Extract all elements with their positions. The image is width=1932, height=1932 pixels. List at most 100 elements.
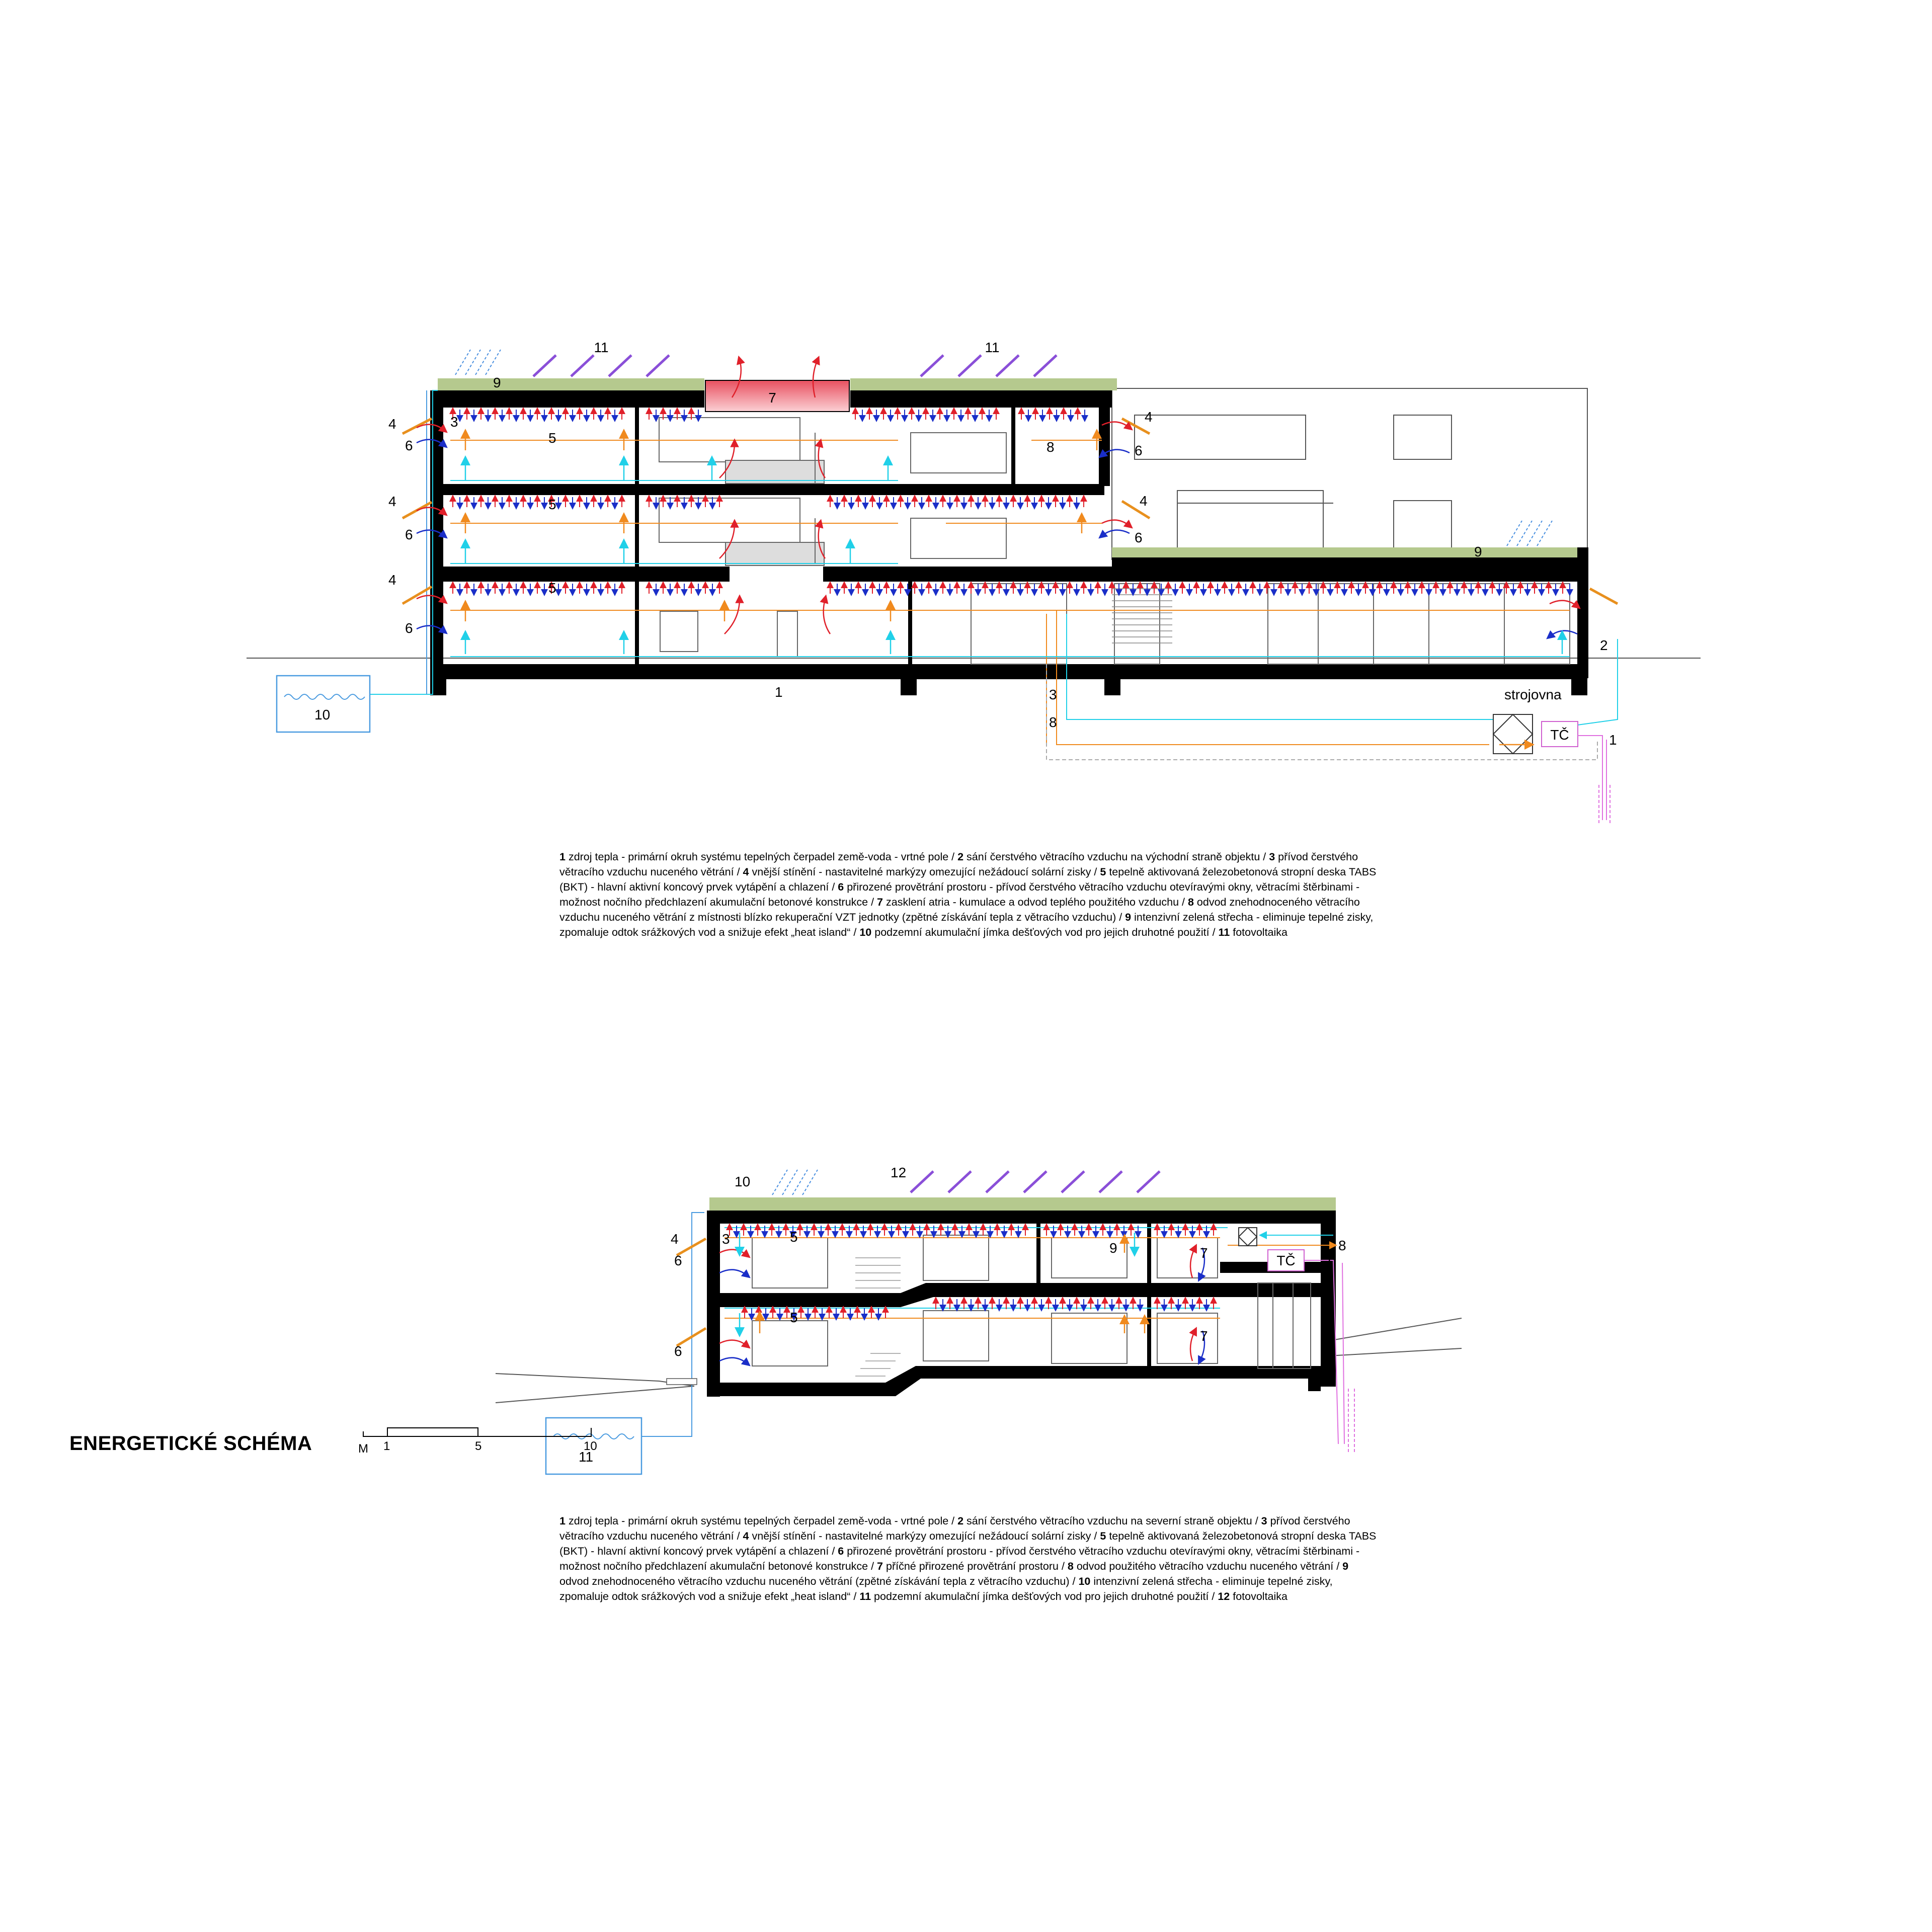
label-10: 10 — [735, 1174, 750, 1189]
legend-text: intenzivní zelená střecha - eliminuje te… — [559, 911, 1374, 938]
legend-text: přirozené provětrání prostoru - přívod č… — [559, 1545, 1360, 1572]
natural-ventilation-arrows — [416, 421, 1581, 639]
label-3-duct: 3 — [1049, 687, 1057, 702]
legend-number: 12 — [1218, 1590, 1230, 1602]
recuperator-icon — [1492, 713, 1534, 755]
legend-text: podzemní akumulační jímka dešťových vod … — [871, 926, 1219, 938]
legend-number: 10 — [859, 926, 872, 938]
label-9-left: 9 — [493, 375, 501, 390]
scale-bar-labels: M 1 5 10 — [358, 1439, 597, 1456]
label-4-annex-mid: 4 — [1140, 493, 1148, 509]
legend-text: zasklení atria - kumulace a odvod tepléh… — [883, 896, 1188, 908]
legend-section-2: 1 zdroj tepla - primární okruh systému t… — [559, 1513, 1380, 1604]
legend-number: 6 — [838, 1545, 844, 1557]
label-6-top: 6 — [674, 1253, 682, 1268]
interior-lines — [752, 1235, 1311, 1369]
scale-bar — [363, 1427, 592, 1437]
geothermal-pipes — [1304, 1260, 1355, 1454]
scale-label-10: 10 — [584, 1439, 597, 1453]
page-title: ENERGETICKÉ SCHÉMA — [69, 1432, 312, 1455]
atrium-glazing — [705, 380, 850, 412]
legend-text: vnější stínění - nastavitelné markýzy om… — [749, 866, 1100, 878]
staircase — [855, 1257, 901, 1377]
legend-text: tepelně aktivovaná železobetonová stropn… — [559, 1530, 1377, 1557]
legend-number: 11 — [859, 1590, 871, 1602]
atrium-exhaust-arrows — [719, 355, 831, 634]
legend-text: odvod znehodnoceného větracího vzduchu n… — [559, 1575, 1079, 1587]
rain-downpipe — [641, 1212, 704, 1437]
geothermal-pipes — [1578, 735, 1611, 825]
legend-number: 5 — [1100, 1530, 1106, 1542]
legend-number: 7 — [877, 896, 883, 908]
label-11-right: 11 — [985, 340, 999, 355]
interior-lines — [659, 417, 1570, 665]
legend-number: 3 — [1261, 1515, 1267, 1527]
label-9: 9 — [1109, 1240, 1117, 1256]
label-6-f2: 6 — [405, 527, 413, 542]
natural-ventilation-arrows — [719, 1244, 1206, 1366]
heat-pump-box — [1267, 1249, 1305, 1271]
legend-number: 10 — [1078, 1575, 1091, 1587]
recuperator-unit — [1493, 714, 1533, 754]
overflow-pipe — [666, 1378, 697, 1385]
tabs-heating-cooling-arrows — [726, 1223, 1217, 1321]
legend-text: sání čerstvého větracího vzduchu na vých… — [963, 851, 1269, 863]
label-5-f3: 5 — [548, 430, 556, 446]
legend-section-1: 1 zdroj tepla - primární okruh systému t… — [559, 849, 1380, 940]
legend-text: přirozené provětrání prostoru - přívod č… — [559, 881, 1360, 908]
legend-text: fotovoltaika — [1230, 926, 1287, 938]
scale-label-5: 5 — [475, 1439, 481, 1453]
label-4-f2: 4 — [388, 494, 396, 509]
label-5-top: 5 — [790, 1229, 798, 1245]
scale-label-1: 1 — [383, 1439, 390, 1453]
tabs-heating-cooling-arrows — [449, 407, 1573, 596]
legend-text: tepelně aktivovaná železobetonová stropn… — [559, 866, 1377, 893]
label-6-bot: 6 — [674, 1343, 682, 1359]
ground-line-left — [495, 1373, 695, 1387]
label-5-f2: 5 — [548, 497, 556, 512]
label-6-f1: 6 — [405, 620, 413, 636]
label-4-annex-top: 4 — [1145, 409, 1153, 425]
photovoltaic-icon — [532, 354, 1058, 377]
label-2: 2 — [1600, 637, 1608, 653]
label-1-ground: 1 — [775, 684, 783, 700]
supply-exhaust-arrows — [735, 1233, 1150, 1337]
service-duct — [1046, 664, 1598, 760]
legend-number: 9 — [1342, 1560, 1349, 1572]
legend-text: podzemní akumulační jímka dešťových vod … — [871, 1590, 1218, 1602]
rain-tank-water — [284, 694, 365, 700]
legend-text: fotovoltaika — [1230, 1590, 1287, 1602]
legend-text: přívod čerstvého větracího vzduchu nucen… — [559, 1515, 1350, 1542]
staircase — [1112, 588, 1172, 643]
section-1-diagram: 11 11 9 7 9 4 3 5 6 4 5 6 4 5 6 8 4 6 4 … — [247, 340, 1701, 825]
label-11-left: 11 — [594, 340, 608, 355]
supply-exhaust-arrows — [460, 429, 1567, 750]
structure — [707, 1211, 1336, 1397]
label-7: 7 — [768, 390, 776, 406]
rain-tank — [276, 675, 371, 733]
legend-number: 4 — [743, 1530, 749, 1542]
legend-number: 2 — [957, 851, 964, 863]
label-3-f3: 3 — [450, 414, 458, 430]
ground-line-left2 — [495, 1386, 695, 1403]
heat-pump-box — [1541, 721, 1578, 747]
slabs — [430, 390, 1588, 695]
legend-number: 6 — [838, 881, 844, 893]
legend-number: 2 — [957, 1515, 964, 1527]
section-1-labels: 11 11 9 7 9 4 3 5 6 4 5 6 4 5 6 8 4 6 4 … — [314, 340, 1617, 748]
legend-text: vnější stínění - nastavitelné markýzy om… — [749, 1530, 1100, 1542]
label-5-bot: 5 — [790, 1310, 798, 1325]
label-10-tank: 10 — [314, 707, 330, 722]
label-tc: TČ — [1276, 1253, 1295, 1268]
photovoltaic-icon — [910, 1170, 1161, 1193]
label-7-top: 7 — [1200, 1245, 1208, 1261]
green-roof-left — [438, 378, 704, 390]
legend-text: odvod znehodnoceného větracího vzduchu n… — [559, 896, 1360, 923]
label-6-annex-top: 6 — [1135, 443, 1143, 458]
label-2: 2 — [1328, 1211, 1336, 1227]
rain-tank-water — [553, 1433, 634, 1439]
label-1-geo: 1 — [1609, 732, 1617, 748]
label-4-f1: 4 — [388, 572, 396, 588]
label-3: 3 — [722, 1231, 730, 1247]
